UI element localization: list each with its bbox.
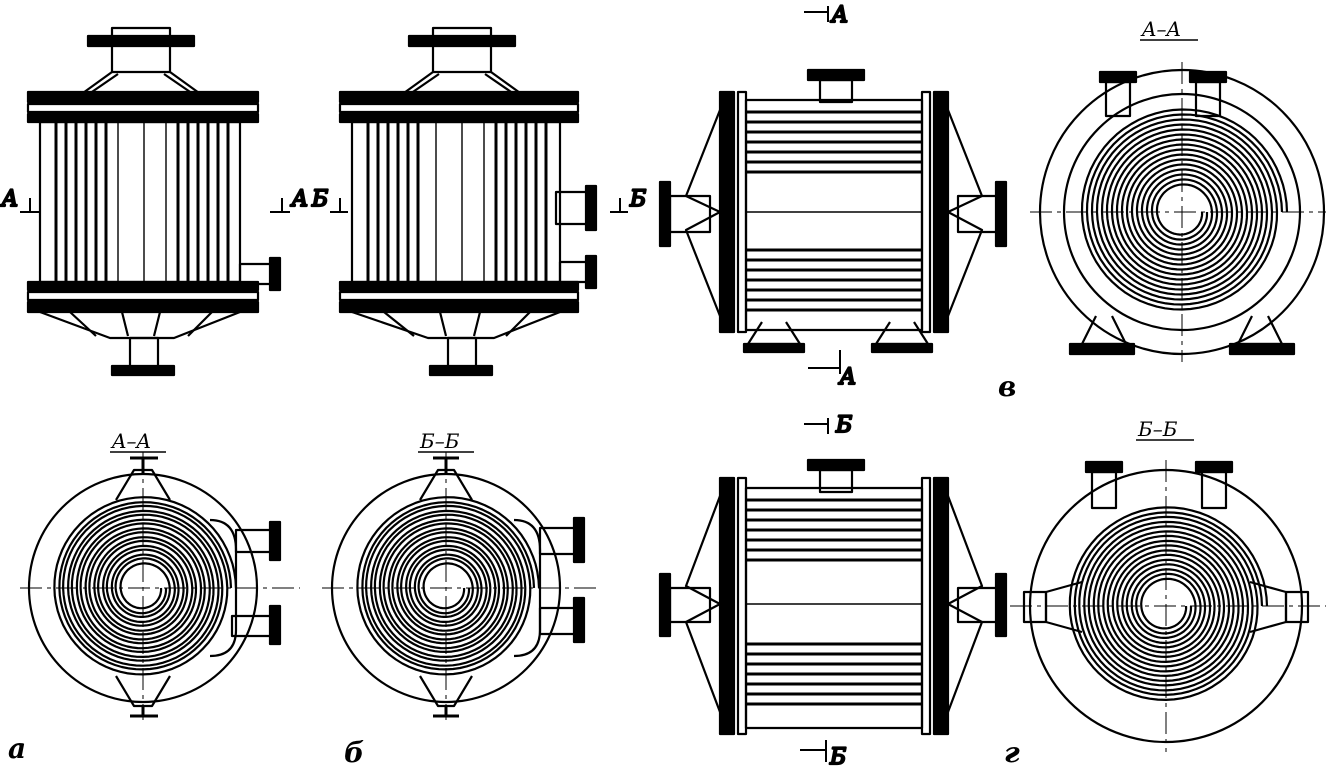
section-mark-b-left: Б bbox=[311, 187, 328, 212]
section-mark-a-right: A bbox=[290, 187, 308, 212]
section-mark-v-top: A bbox=[830, 3, 848, 28]
section-view-g bbox=[1010, 460, 1326, 752]
spiral-channel-b bbox=[356, 496, 541, 676]
section-title-v: A–A bbox=[1140, 17, 1181, 41]
vertical-exchanger-b bbox=[330, 26, 628, 377]
section-view-a bbox=[20, 452, 300, 720]
horizontal-exchanger-v bbox=[658, 6, 1008, 374]
section-mark-b-right: Б bbox=[629, 187, 646, 212]
figure-label-b: б bbox=[344, 736, 364, 769]
section-mark-g-bottom: Б bbox=[829, 745, 846, 770]
spiral-channel-v bbox=[1080, 108, 1289, 311]
section-mark-g-top: Б bbox=[835, 413, 852, 438]
figure-label-a: а bbox=[8, 732, 26, 765]
section-title-b: Б–Б bbox=[419, 429, 460, 453]
figure-label-g: г bbox=[1004, 736, 1020, 769]
channel-lines-g bbox=[746, 498, 922, 706]
section-title-a: A–A bbox=[110, 429, 151, 453]
channel-lines-a bbox=[54, 122, 230, 282]
section-view-v bbox=[1030, 62, 1326, 362]
section-view-b bbox=[322, 452, 600, 720]
channel-lines-b bbox=[366, 122, 548, 282]
spiral-channel-g bbox=[1068, 506, 1269, 701]
section-title-g: Б–Б bbox=[1137, 417, 1178, 441]
section-mark-a-left: A bbox=[0, 187, 18, 212]
spiral-channel-a bbox=[53, 496, 238, 676]
horizontal-exchanger-g bbox=[658, 418, 1008, 762]
vertical-exchanger-a bbox=[20, 26, 290, 377]
section-mark-v-bottom: A bbox=[838, 365, 856, 390]
channel-lines-v bbox=[746, 110, 922, 312]
figure-label-v: в bbox=[998, 370, 1016, 403]
